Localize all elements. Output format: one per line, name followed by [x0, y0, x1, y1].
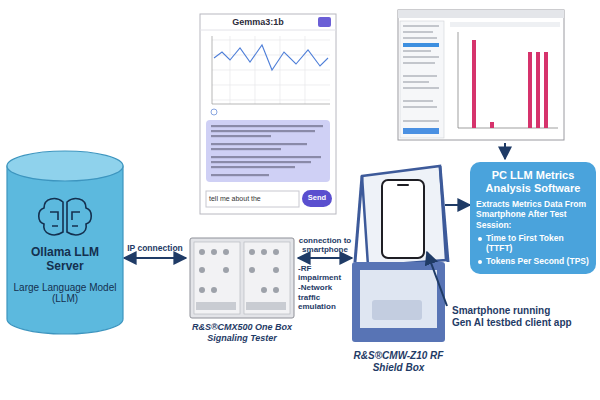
- process-box: PC LLM Metrics Analysis SoftwareExtracts…: [470, 162, 596, 274]
- node-text: Large Language Model (LLM): [12, 282, 118, 305]
- node-text: Extracts Metrics Data From Smartphone Af…: [476, 199, 590, 230]
- button-text: Send: [302, 193, 332, 202]
- pc-screenshot: [398, 10, 564, 140]
- bullet-item: Tokens Per Second (TPS): [476, 256, 590, 266]
- edge-label: connection to smartphone: [295, 236, 355, 254]
- bullet-dot: [478, 237, 482, 241]
- device-box: R&S®CMX500 One Box Signaling Tester: [186, 236, 298, 346]
- screenshot-arrow: [504, 143, 506, 159]
- signaling-tester: [190, 238, 294, 318]
- node-title: PC LLM Metrics Analysis Software: [476, 169, 590, 194]
- edge-label: IP connection: [122, 244, 188, 254]
- connector-arrow: [124, 257, 186, 259]
- cylinder-shape: [6, 150, 124, 335]
- node-title: R&S®CMW-Z10 RF Shield Box: [353, 350, 444, 374]
- shield-box: [352, 166, 448, 342]
- connector-arrow: [445, 204, 470, 206]
- database-cylinder: Ollama LLM ServerLarge Language Model (L…: [6, 150, 124, 335]
- bullet-item: Time to First Token (TTFT): [476, 233, 590, 253]
- node-title: Ollama LLM Server: [12, 246, 118, 274]
- chat-input: tell me about the: [209, 195, 297, 202]
- phone-screenshot: [200, 14, 336, 214]
- bullet-text: Time to First Token (TTFT): [486, 233, 590, 253]
- note-text: -RF impairment: [298, 264, 356, 282]
- device-box: R&S®CMW-Z10 RF Shield Box: [352, 160, 445, 376]
- node-title: R&S®CMX500 One Box Signaling Tester: [188, 322, 296, 344]
- bullet-text: Tokens Per Second (TPS): [486, 256, 589, 266]
- bullet-dot: [478, 260, 482, 264]
- app-title: Gemma3:1b: [200, 17, 316, 27]
- connector-arrow: [298, 257, 352, 259]
- leader-line: [427, 252, 447, 306]
- callout-text: Smartphone running Gen AI testbed client…: [452, 305, 572, 329]
- note-text: -Network traffic emulation: [298, 283, 356, 311]
